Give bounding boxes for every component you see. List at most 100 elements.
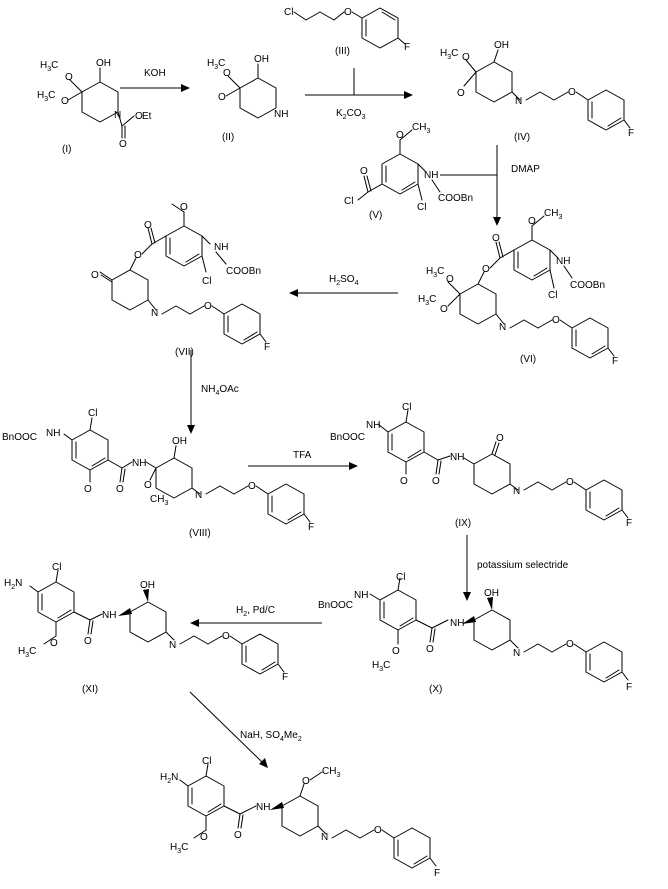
atom-chlorine: Cl	[548, 290, 557, 301]
atom-oxygen: O	[248, 481, 256, 492]
label-compound-I: (I)	[62, 144, 71, 155]
arrow-selectride	[463, 535, 471, 601]
atom-oxygen: O	[360, 166, 368, 177]
atom-nitrogen: N	[169, 640, 176, 651]
atom-oxygen: O	[432, 476, 440, 487]
atom-oxygen: O	[568, 87, 576, 98]
atom-chlorine: Cl	[344, 196, 353, 207]
compound-labels: (I) (II) (III) (IV) (V) (VI) (VII) (VIII…	[62, 46, 536, 695]
atom-nh: NH	[214, 242, 228, 253]
atom-oxygen: O	[566, 477, 574, 488]
atom-chlorine: Cl	[396, 572, 405, 583]
atom-fluorine: F	[628, 128, 634, 139]
atom-oxygen: O	[135, 111, 143, 122]
compound-IX-structure: BnOOC NH Cl O O NH O N O F	[330, 402, 632, 529]
atom-methyl: H3C	[37, 90, 55, 103]
atom-oxygen: O	[91, 270, 99, 281]
atom-hydroxyl: OH	[96, 58, 111, 69]
reagent-tfa: TFA	[293, 450, 312, 461]
atom-methyl: H3C	[426, 266, 444, 279]
atom-oxygen: O	[223, 68, 231, 79]
atom-methyl: H3C	[418, 294, 436, 307]
label-compound-V: (V)	[369, 210, 382, 221]
atom-nh: NH	[354, 590, 368, 601]
atom-oxygen: O	[119, 139, 127, 150]
atom-oxygen: O	[400, 476, 408, 487]
compound-VIII-structure: BnOOC NH Cl O O NH OH O CH3 N O F	[2, 408, 314, 533]
compound-XI-structure: H2N Cl O H3C O NH OH N O F	[4, 562, 288, 683]
arrow-nh4oac	[187, 350, 195, 434]
atom-carbamate: BnOOC	[2, 432, 37, 443]
atom-fluorine: F	[404, 42, 410, 53]
atom-chlorine: Cl	[88, 408, 97, 419]
reagent-k2co3: K2CO3	[336, 108, 366, 121]
reagent-nh4oac: NH4OAc	[201, 384, 239, 397]
atom-nitrogen: N	[513, 486, 520, 497]
label-compound-X: (X)	[429, 684, 442, 695]
compound-VII-structure: O O O O NH COOBn Cl N O F	[91, 202, 270, 353]
reagent-koh: KOH	[144, 68, 166, 79]
atom-oxygen: O	[392, 646, 400, 657]
atom-oxygen: O	[496, 433, 504, 444]
compound-I-structure: OH O H3C O H3C N O Et O	[37, 58, 152, 150]
atom-hydroxyl: OH	[172, 436, 187, 447]
atom-oxygen: O	[180, 202, 188, 213]
arrow-koh	[120, 84, 190, 92]
atom-oxygen: O	[302, 776, 310, 787]
atom-methyl: CH3	[544, 208, 562, 221]
atom-amine: H2N	[4, 578, 22, 591]
atom-oxygen: O	[116, 484, 124, 495]
atom-methyl: H3C	[18, 646, 36, 659]
label-compound-VI: (VI)	[520, 354, 536, 365]
atom-nh: NH	[450, 452, 464, 463]
atom-carbamate: BnOOC	[318, 600, 353, 611]
reagent-h2-pdc: H2, Pd/C	[236, 605, 275, 618]
arrow-dmap	[440, 145, 501, 226]
atom-hydroxyl: OH	[140, 580, 155, 591]
atom-oxygen: O	[234, 830, 242, 841]
atom-methyl: H3C	[170, 842, 188, 855]
compound-IV-structure: OH O H3C O N O F	[440, 40, 634, 139]
atom-fluorine: F	[626, 682, 632, 693]
atom-fluorine: F	[626, 518, 632, 529]
atom-oxygen: O	[457, 88, 465, 99]
atom-nh: NH	[46, 428, 60, 439]
atom-chlorine: Cl	[417, 202, 426, 213]
reagent-h2so4: H2SO4	[329, 274, 359, 287]
atom-nitrogen: N	[515, 96, 522, 107]
atom-oxygen: O	[84, 636, 92, 647]
atom-oxygen: O	[61, 96, 69, 107]
atom-oxygen: O	[222, 631, 230, 642]
atom-carbamate: BnOOC	[330, 432, 365, 443]
atom-methyl: H3C	[440, 48, 458, 61]
atom-methyl: H3C	[40, 60, 58, 73]
atom-oxygen: O	[134, 250, 142, 261]
atom-oxygen: O	[344, 7, 352, 18]
atom-oxygen: O	[566, 639, 574, 650]
compound-II-structure: OH O H3C O NH	[207, 54, 288, 120]
atom-chlorine: Cl	[402, 402, 411, 413]
atom-carbamate: COOBn	[570, 280, 605, 291]
atom-oxygen: O	[446, 274, 454, 285]
atom-nh: NH	[556, 256, 570, 267]
atom-nh: NH	[424, 170, 438, 181]
atom-fluorine: F	[434, 868, 440, 879]
atom-oxygen: O	[462, 52, 470, 63]
atom-carbamate: COOBn	[226, 266, 261, 277]
atom-methyl: CH3	[150, 494, 168, 507]
atom-oxygen: O	[200, 832, 208, 843]
compound-VI-structure: O H3C O H3C O O O CH3 NH COOBn Cl N O F	[418, 208, 618, 367]
atom-methyl: CH3	[322, 766, 340, 779]
label-compound-IX: (IX)	[455, 518, 471, 529]
atom-nitrogen: N	[321, 832, 328, 843]
atom-chlorine: Cl	[202, 276, 211, 287]
compound-X-structure: BnOOC NH Cl O H3C O NH OH N O F	[318, 572, 632, 693]
atom-chlorine: Cl	[284, 7, 293, 18]
atom-nh: NH	[102, 610, 116, 621]
label-compound-II: (II)	[222, 132, 234, 143]
label-compound-VII: (VII)	[175, 347, 194, 358]
label-compound-IV: (IV)	[514, 132, 530, 143]
arrow-h2-pdc	[190, 619, 322, 627]
reagent-labels: KOH K2CO3 DMAP H2SO4 NH4OAc TFA potassiu…	[144, 68, 569, 743]
